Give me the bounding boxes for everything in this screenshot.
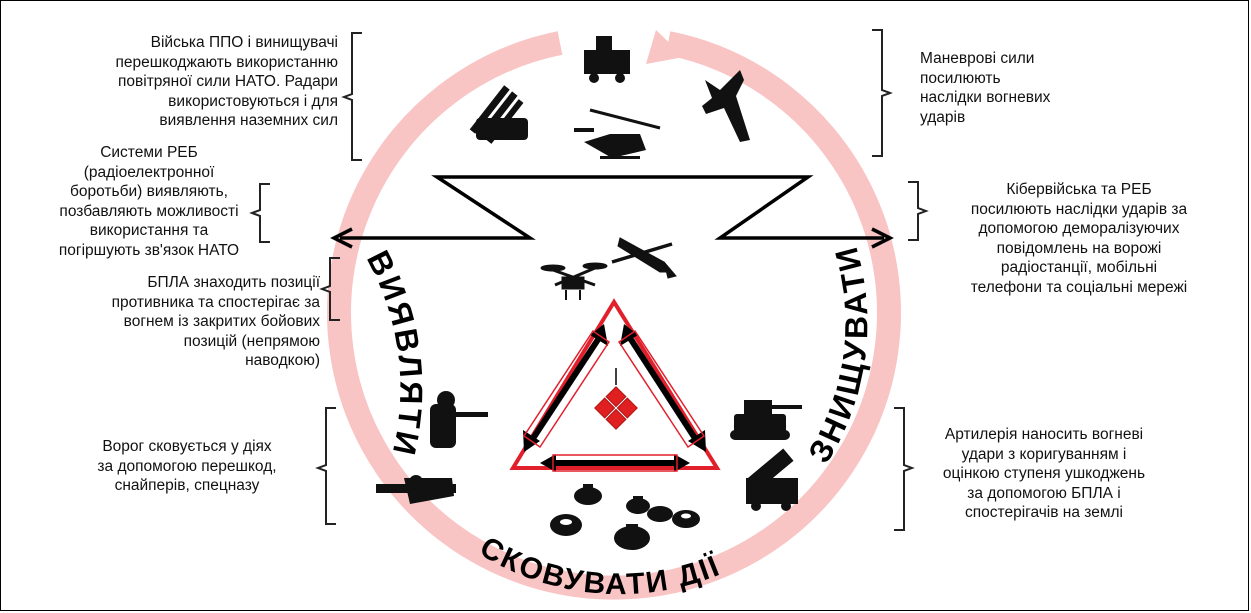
anti-aircraft-missile-icon bbox=[470, 85, 528, 145]
rocket-launcher-icon bbox=[746, 448, 798, 511]
cyber-forces-annotation: Кібервійська та РЕБ посилюють наслідки у… bbox=[934, 180, 1224, 297]
ew-z-arrow bbox=[334, 177, 890, 247]
attack-helicopter-icon bbox=[574, 110, 660, 159]
center-triangle bbox=[513, 302, 717, 472]
maneuver-forces-annotation: Маневрові сили посилюють наслідки вогнев… bbox=[920, 49, 1120, 127]
fighter-jet-icon bbox=[702, 70, 750, 142]
uav-annotation: БПЛА знаходить позиції противника та спо… bbox=[60, 273, 320, 371]
reconnaissance-drone-icon bbox=[612, 238, 676, 278]
air-defense-annotation: Війська ППО і винищувачі перешкоджають в… bbox=[42, 33, 338, 131]
landmine-icon bbox=[550, 484, 700, 550]
quadcopter-drone-icon bbox=[541, 263, 607, 300]
fixing-annotation: Ворог сковується у діях за допомогою пер… bbox=[62, 437, 312, 496]
ew-systems-annotation: Системи РЕБ (радіоелектронної боротьби) … bbox=[40, 143, 258, 260]
artillery-annotation: Артилерія наносить вогневі удари з кориг… bbox=[914, 425, 1174, 523]
tank-icon bbox=[730, 400, 802, 440]
sniper-icon bbox=[430, 391, 488, 448]
radar-truck-icon bbox=[584, 36, 630, 83]
fix-label: СКОВУВАТИ ДІЇ bbox=[474, 531, 725, 602]
